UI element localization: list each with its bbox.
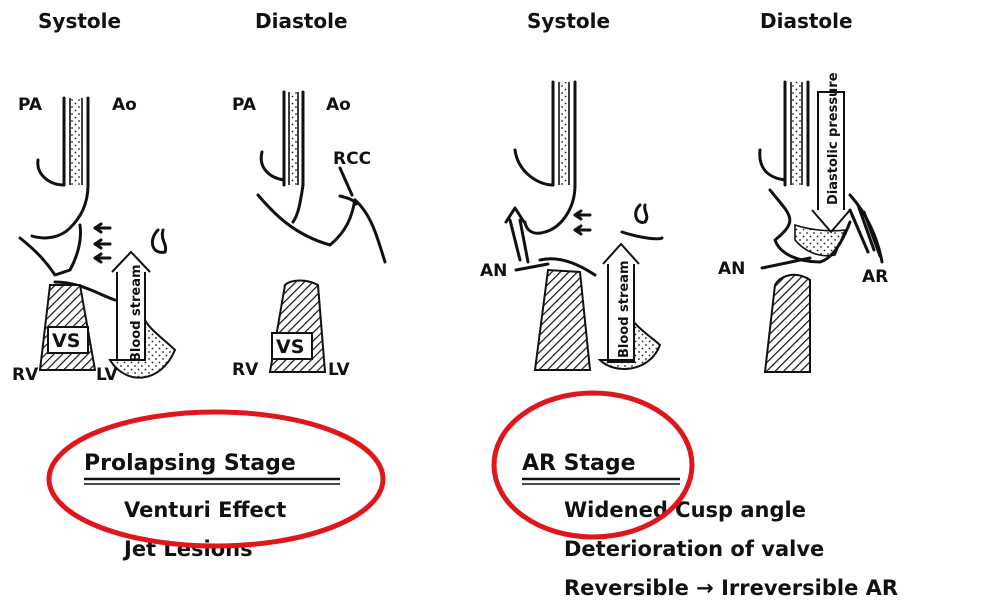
ar-stage-item-2: Deterioration of valve <box>564 537 824 561</box>
panel1-ao-label: Ao <box>112 95 137 115</box>
panel-3-drawing <box>506 82 662 370</box>
panel1-blood-stream-label: Blood stream <box>129 264 144 362</box>
panel2-pa-label: PA <box>232 95 257 115</box>
panel2-lv-label: LV <box>328 360 350 380</box>
panel-2-drawing <box>258 92 385 372</box>
header-systole-1: Systole <box>38 9 121 33</box>
panel-1-drawing <box>20 98 175 378</box>
panel3-blood-stream-label: Blood stream <box>617 260 632 358</box>
panel1-lv-label: LV <box>96 365 118 385</box>
panel3-an-label: AN <box>480 261 507 281</box>
ar-stage-item-1: Widened Cusp angle <box>564 498 806 522</box>
panel2-rv-label: RV <box>232 360 259 380</box>
prolapsing-item-1: Venturi Effect <box>124 498 286 522</box>
panel1-vs-label: VS <box>52 330 80 352</box>
header-diastole-2: Diastole <box>760 9 853 33</box>
panel4-diastolic-pressure-label: Diastolic pressure <box>826 72 841 205</box>
header-systole-2: Systole <box>527 9 610 33</box>
ar-stage-item-3: Reversible → Irreversible AR <box>564 576 898 600</box>
panel-4-drawing <box>760 82 882 372</box>
ar-stage-title: AR Stage <box>522 451 636 476</box>
prolapsing-stage-title: Prolapsing Stage <box>84 451 296 476</box>
panel1-rv-label: RV <box>12 365 39 385</box>
panel4-ar-label: AR <box>862 267 888 287</box>
panel2-ao-label: Ao <box>326 95 351 115</box>
header-diastole-1: Diastole <box>255 9 348 33</box>
panel4-an-label: AN <box>718 259 745 279</box>
panel1-pa-label: PA <box>18 95 43 115</box>
panel2-vs-label: VS <box>276 336 304 358</box>
panel2-rcc-label: RCC <box>333 149 371 169</box>
